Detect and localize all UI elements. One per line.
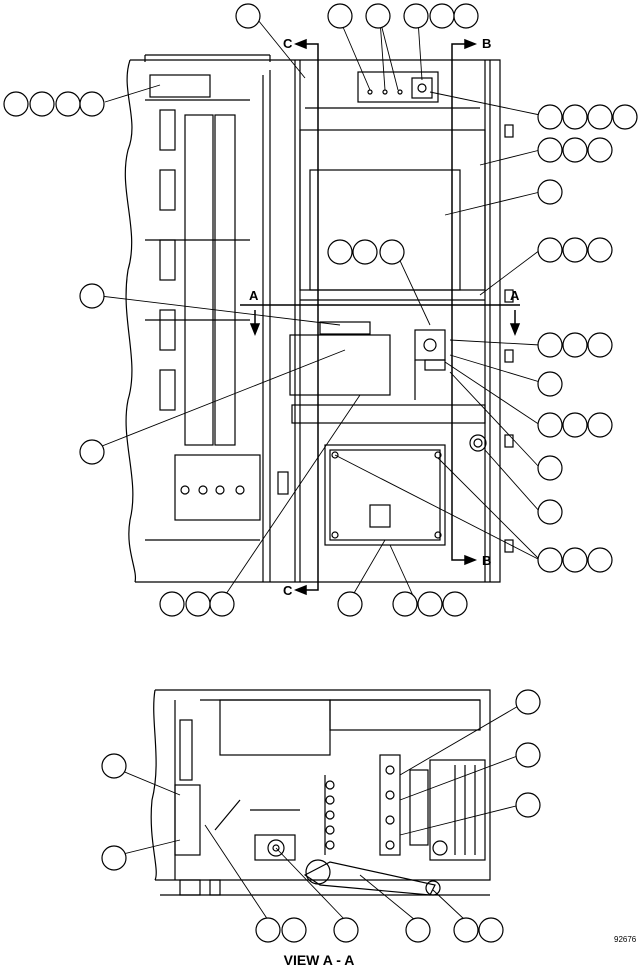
section-mark-c-bottom: C (283, 583, 293, 598)
upper-cabinet-view (124, 54, 514, 583)
callout-bubbles-bottom (101, 689, 541, 943)
leader-lines-bottom (114, 704, 521, 921)
section-lines (240, 38, 521, 596)
section-mark-a-left: A (249, 288, 259, 303)
section-mark-a-right: A (510, 288, 520, 303)
section-mark-b-bottom: B (482, 553, 492, 568)
section-mark-c-top: C (283, 36, 293, 51)
view-title: VIEW A - A (283, 952, 355, 968)
callout-bubbles-top (3, 3, 638, 617)
section-mark-b-top: B (482, 36, 492, 51)
figure-number: 92676 (614, 935, 637, 944)
section-view-a-a (150, 689, 491, 896)
leader-lines-top (91, 19, 541, 601)
